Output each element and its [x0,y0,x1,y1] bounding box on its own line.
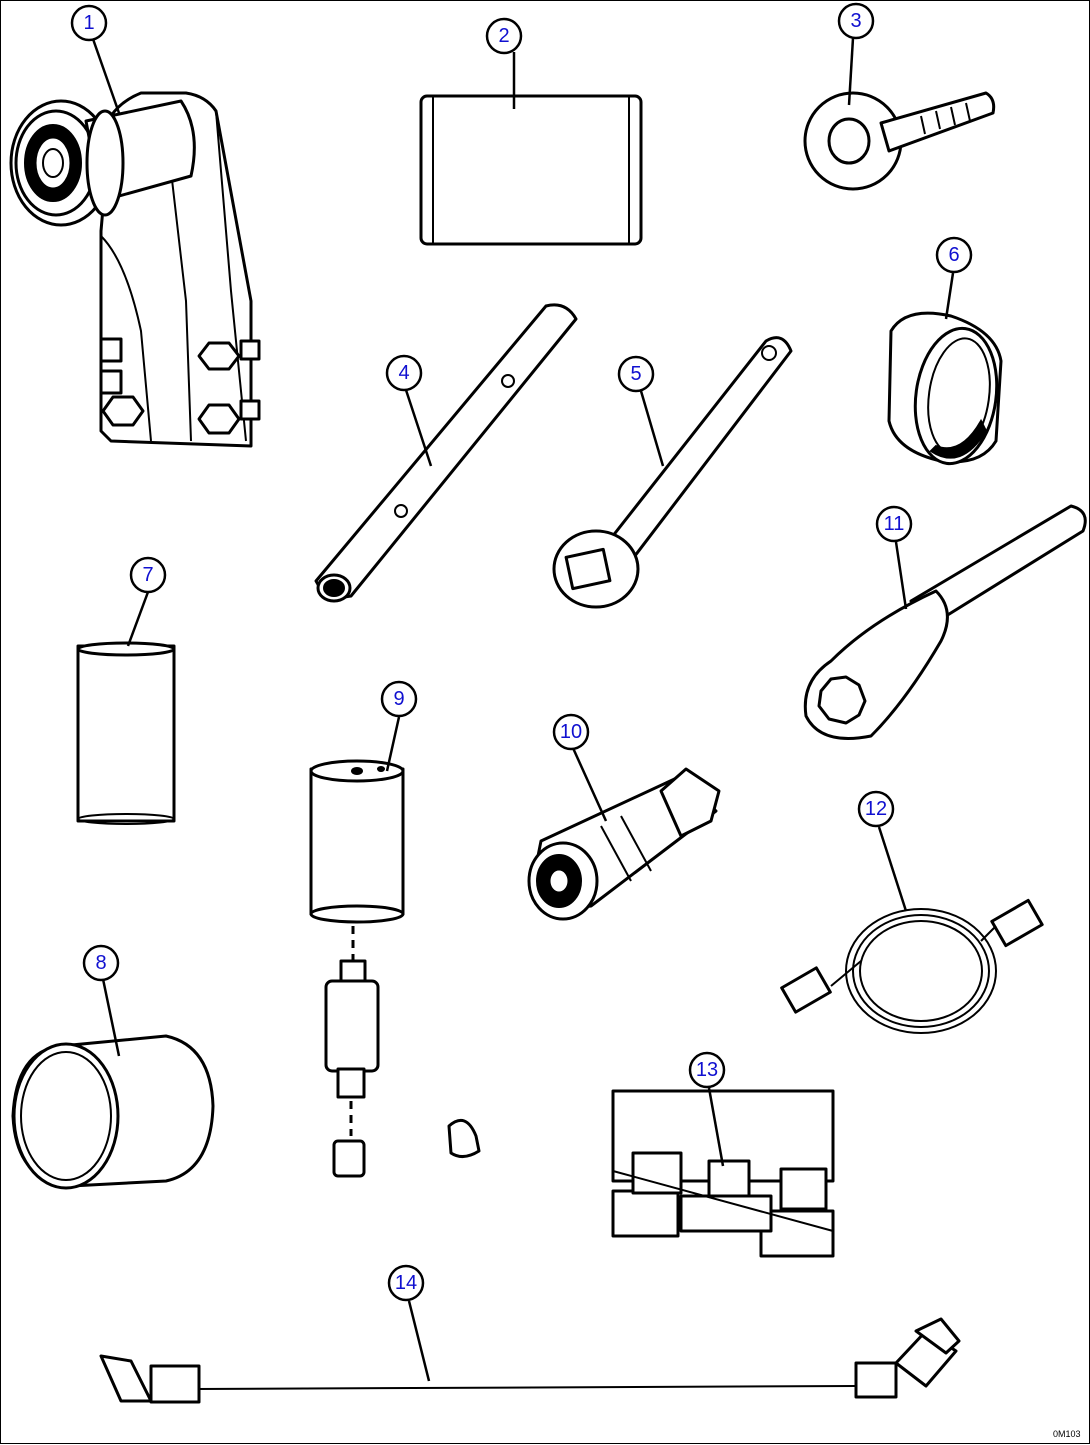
part-14-hose [99,1317,961,1404]
callout-number: 14 [395,1272,417,1294]
leader-lines [91,37,955,1382]
callout-number: 10 [560,721,582,743]
callout-4: 4 [385,354,423,392]
callout-circle [688,1051,726,1089]
callout-number: 6 [948,244,959,266]
callout-number: 9 [393,688,404,710]
part-5-wrench-bar [552,336,793,609]
callout-circle [935,236,973,274]
callout-circle [485,17,523,55]
callout-number: 13 [696,1059,718,1081]
callout-number: 2 [498,25,509,47]
part-12-coiled-hose [780,898,1044,1034]
callout-13: 13 [688,1051,726,1089]
callout-7: 7 [129,556,167,594]
callout-1: 1 [70,4,108,42]
part-13-manifold [611,1089,835,1258]
callout-circle [552,713,590,751]
part-6-ring [887,311,1003,466]
part-10-coupler [527,767,721,921]
callout-number: 7 [142,564,153,586]
callout-number: 8 [95,952,106,974]
callout-number: 12 [865,798,887,820]
callout-circle [380,680,418,718]
callout-3: 3 [837,2,875,40]
callout-8: 8 [82,944,120,982]
callout-number: 1 [83,12,94,34]
part-1-bracket [9,91,261,448]
callout-9: 9 [380,680,418,718]
callout-12: 12 [857,790,895,828]
part-9-filter-assembly [309,759,481,1178]
callout-11: 11 [875,505,913,543]
part-2-pin [419,94,643,246]
part-11-ring-spanner [803,504,1087,740]
callout-6: 6 [935,236,973,274]
callout-circle [82,944,120,982]
part-3-eye-bolt [803,91,996,191]
callout-circle [385,354,423,392]
callout-circle [617,355,655,393]
callout-circle [875,505,913,543]
part-7-sleeve [76,641,176,825]
callout-circle [129,556,167,594]
callout-circle [387,1264,425,1302]
callout-number: 11 [884,513,905,535]
figure-code: 0M103 [1053,1429,1081,1439]
callout-circle [837,2,875,40]
callout-circle [70,4,108,42]
callout-5: 5 [617,355,655,393]
part-8-collar [11,1034,215,1190]
part-4-tube-tool [314,303,578,603]
callout-2: 2 [485,17,523,55]
callout-14: 14 [387,1264,425,1302]
callout-number: 4 [398,362,409,384]
callout-number: 3 [850,10,861,32]
callout-10: 10 [552,713,590,751]
callout-circle [857,790,895,828]
callout-number: 5 [630,363,641,385]
